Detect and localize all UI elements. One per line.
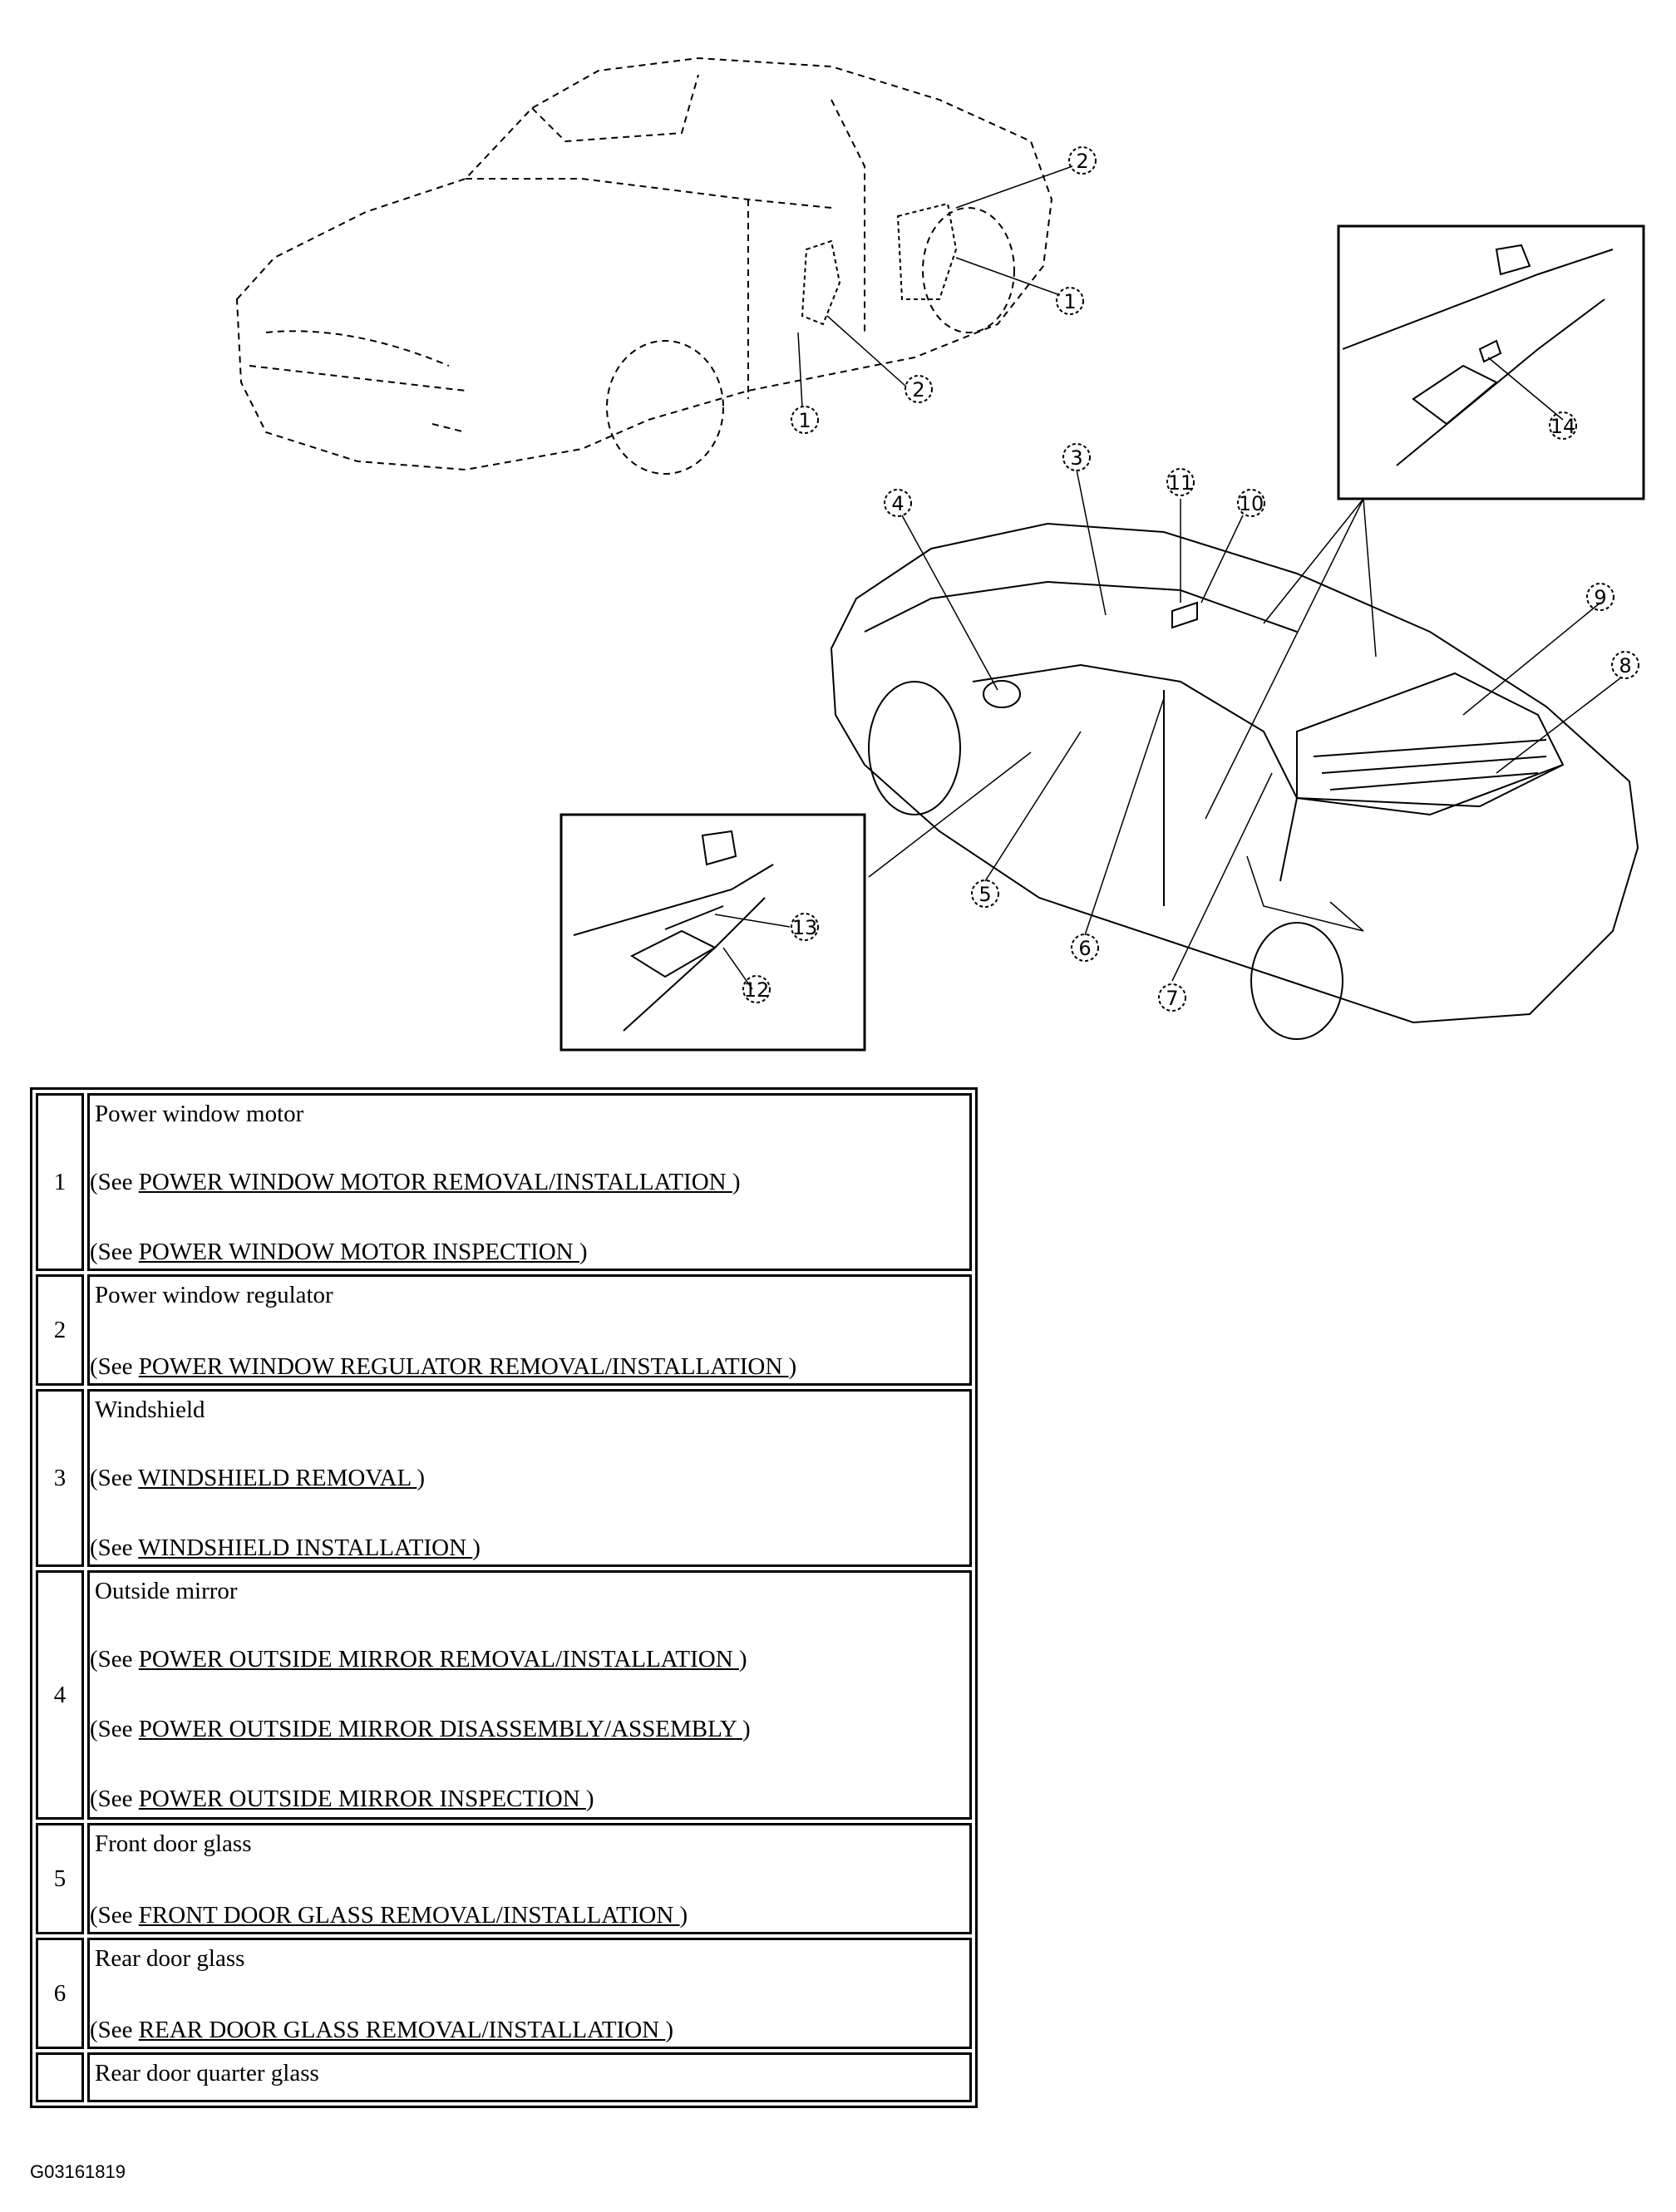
- door-regulator-parts: [801, 202, 958, 326]
- see-reference: (See POWER WINDOW REGULATOR REMOVAL/INST…: [90, 1353, 797, 1380]
- reference-link[interactable]: POWER WINDOW MOTOR INSPECTION: [138, 1239, 579, 1265]
- reference-link[interactable]: FRONT DOOR GLASS REMOVAL/INSTALLATION: [138, 1902, 680, 1929]
- part-number: 4: [36, 1570, 84, 1820]
- part-name: Power window regulator: [95, 1282, 333, 1308]
- table-row: 4 Outside mirror (See POWER OUTSIDE MIRR…: [36, 1570, 972, 1820]
- inset-switch-front: [559, 813, 866, 1052]
- callout-8: 8: [1619, 654, 1631, 677]
- see-reference: (See POWER OUTSIDE MIRROR DISASSEMBLY/AS…: [90, 1716, 751, 1742]
- table-row: 5 Front door glass (See FRONT DOOR GLASS…: [36, 1823, 972, 1934]
- see-reference: (See POWER WINDOW MOTOR INSPECTION ): [90, 1239, 588, 1265]
- callout-4: 4: [891, 492, 904, 515]
- parts-table: 1 Power window motor (See POWER WINDOW M…: [30, 1087, 978, 2108]
- part-number: 1: [36, 1093, 84, 1271]
- callout-7: 7: [1166, 987, 1178, 1010]
- part-number: 3: [36, 1389, 84, 1567]
- reference-link[interactable]: WINDSHIELD INSTALLATION: [138, 1535, 473, 1561]
- rear-car-illustration: [830, 522, 1639, 1040]
- part-number: 5: [36, 1823, 84, 1934]
- see-reference: (See WINDSHIELD REMOVAL ): [90, 1465, 426, 1491]
- see-reference: (See POWER WINDOW MOTOR REMOVAL/INSTALLA…: [90, 1169, 741, 1195]
- callout-9: 9: [1594, 586, 1606, 609]
- part-name: Windshield: [95, 1397, 205, 1423]
- front-car-illustration: [235, 57, 1053, 475]
- table-row: 3 Windshield (See WINDSHIELD REMOVAL ) (…: [36, 1389, 972, 1567]
- part-name: Power window motor: [95, 1101, 304, 1127]
- reference-link[interactable]: WINDSHIELD REMOVAL: [138, 1465, 417, 1491]
- part-number: [36, 2052, 84, 2102]
- see-reference: (See WINDSHIELD INSTALLATION ): [90, 1535, 481, 1561]
- part-number: 6: [36, 1938, 84, 2049]
- part-name: Outside mirror: [95, 1578, 238, 1604]
- inset-switch-rear: [1337, 224, 1645, 500]
- inset-front-detail: [573, 830, 774, 1032]
- reference-link[interactable]: POWER OUTSIDE MIRROR REMOVAL/INSTALLATIO…: [138, 1646, 739, 1673]
- table-row: 6 Rear door glass (See REAR DOOR GLASS R…: [36, 1938, 972, 2049]
- callout-10: 10: [1239, 492, 1264, 515]
- callout-11: 11: [1168, 471, 1194, 495]
- table-row: 1 Power window motor (See POWER WINDOW M…: [36, 1093, 972, 1271]
- callout-1-upper: 1: [1063, 290, 1076, 313]
- callout-6: 6: [1078, 937, 1091, 960]
- leader-lines: [714, 165, 1622, 990]
- callout-13: 13: [792, 916, 818, 939]
- figure-code: G03161819: [30, 2161, 126, 2182]
- see-reference: (See POWER OUTSIDE MIRROR INSPECTION ): [90, 1786, 594, 1812]
- part-number: 2: [36, 1274, 84, 1386]
- table-row: 2 Power window regulator (See POWER WIND…: [36, 1274, 972, 1386]
- reference-link[interactable]: REAR DOOR GLASS REMOVAL/INSTALLATION: [138, 2017, 666, 2043]
- reference-link[interactable]: POWER WINDOW MOTOR REMOVAL/INSTALLATION: [138, 1169, 732, 1195]
- table-row: Rear door quarter glass: [36, 2052, 972, 2102]
- reference-link[interactable]: POWER WINDOW REGULATOR REMOVAL/INSTALLAT…: [138, 1353, 789, 1380]
- part-name: Rear door glass: [95, 1945, 245, 1972]
- callout-5: 5: [978, 883, 991, 906]
- part-name: Rear door quarter glass: [95, 2060, 319, 2086]
- see-reference: (See FRONT DOOR GLASS REMOVAL/INSTALLATI…: [90, 1902, 688, 1929]
- see-reference: (See REAR DOOR GLASS REMOVAL/INSTALLATIO…: [90, 2017, 674, 2043]
- reference-link[interactable]: POWER OUTSIDE MIRROR INSPECTION: [138, 1786, 586, 1812]
- reference-link[interactable]: POWER OUTSIDE MIRROR DISASSEMBLY/ASSEMBL…: [138, 1716, 743, 1742]
- callout-3: 3: [1070, 446, 1082, 470]
- parts-location-diagram: 2 1 2 1 3 4 5 6 7 8 9 10 11 12 13 14: [235, 57, 1645, 1052]
- part-name: Front door glass: [95, 1830, 252, 1857]
- callout-2-upper: 2: [1076, 150, 1088, 173]
- callout-1-lower: 1: [798, 409, 811, 432]
- callout-14: 14: [1550, 415, 1576, 438]
- callout-2-lower: 2: [912, 378, 924, 402]
- callout-12: 12: [744, 978, 770, 1002]
- see-reference: (See POWER OUTSIDE MIRROR REMOVAL/INSTAL…: [90, 1646, 747, 1673]
- inset-rear-detail: [1342, 244, 1614, 466]
